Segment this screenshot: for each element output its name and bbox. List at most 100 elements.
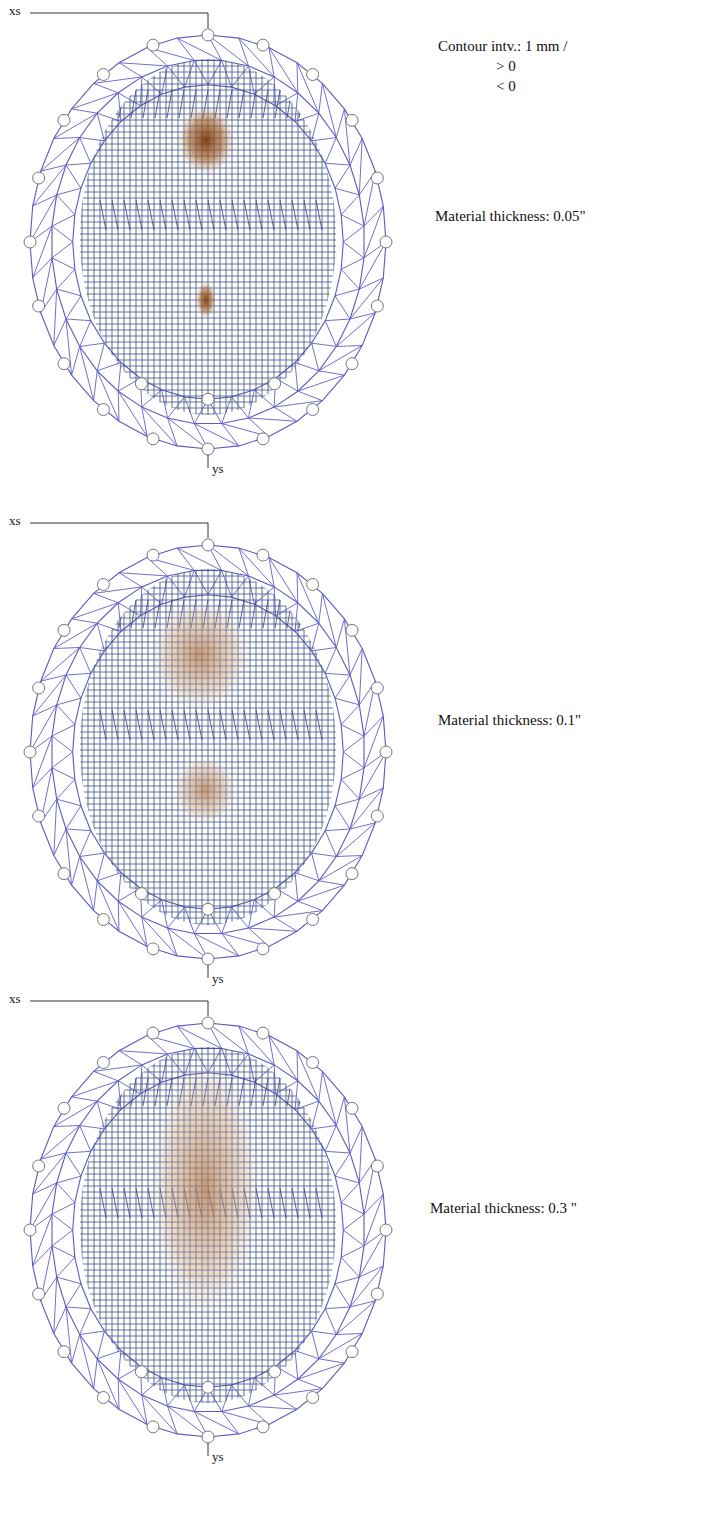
electrode-circle xyxy=(24,236,36,248)
electrode-circle xyxy=(202,1431,214,1443)
electrode-circle xyxy=(257,943,269,955)
axis-label: xs xyxy=(8,992,22,1006)
mesh-element xyxy=(70,30,346,440)
mesh-element xyxy=(150,1058,260,1318)
axis-label: ys xyxy=(211,1450,225,1464)
electrode-circle xyxy=(58,868,70,880)
electrode-circle xyxy=(371,810,383,822)
electrode-circle xyxy=(97,1057,109,1069)
electrode-circle xyxy=(257,433,269,445)
axis-line xyxy=(208,1443,209,1456)
thickness-label: Material thickness: 0.1" xyxy=(438,712,581,729)
electrode-circle xyxy=(147,39,159,51)
electrode-circle xyxy=(371,300,383,312)
electrode-circle xyxy=(346,1102,358,1114)
electrode-circle xyxy=(307,404,319,416)
electrode-circle xyxy=(371,682,383,694)
electrode-circle xyxy=(307,914,319,926)
electrode-circle xyxy=(147,1027,159,1039)
electrode-circle xyxy=(307,69,319,81)
mesh-panel xyxy=(24,523,392,978)
mesh-element xyxy=(70,1018,346,1428)
electrode-circle xyxy=(371,1288,383,1300)
thickness-label: Material thickness: 0.05" xyxy=(435,208,586,225)
axis-line xyxy=(30,523,208,538)
electrode-circle xyxy=(97,914,109,926)
electrode-circle xyxy=(97,404,109,416)
electrode-circle xyxy=(307,1392,319,1404)
electrode-circle xyxy=(346,868,358,880)
electrode-circle xyxy=(202,1381,214,1393)
mesh-element xyxy=(70,1018,346,1426)
electrode-circle xyxy=(257,549,269,561)
electrode-circle xyxy=(33,172,45,184)
mesh-element xyxy=(196,282,216,318)
electrode-circle xyxy=(135,888,147,900)
electrode-circle xyxy=(33,1288,45,1300)
electrode-circle xyxy=(257,39,269,51)
electrode-circle xyxy=(135,1366,147,1378)
electrode-circle xyxy=(33,810,45,822)
mesh-element xyxy=(95,600,322,740)
electrode-circle xyxy=(269,888,281,900)
legend-text: < 0 xyxy=(496,78,516,95)
mesh-element xyxy=(70,540,346,948)
mesh-element xyxy=(70,1018,346,1428)
electrode-circle xyxy=(202,29,214,41)
axis-line xyxy=(30,13,208,28)
electrode-circle xyxy=(202,903,214,915)
electrode-circle xyxy=(33,682,45,694)
electrode-circle xyxy=(346,1346,358,1358)
note-text: Contour intv.: 1 mm / xyxy=(438,38,567,55)
electrode-circle xyxy=(58,1346,70,1358)
electrode-circle xyxy=(58,358,70,370)
mesh-element xyxy=(70,540,346,950)
electrode-circle xyxy=(147,1421,159,1433)
mesh-element xyxy=(70,30,346,440)
axis-label: ys xyxy=(211,972,225,986)
electrode-circle xyxy=(257,1421,269,1433)
mesh-element xyxy=(70,30,346,438)
electrode-circle xyxy=(33,1160,45,1172)
mesh-element xyxy=(95,90,322,230)
electrode-circle xyxy=(24,1224,36,1236)
electrode-circle xyxy=(135,378,147,390)
electrode-circle xyxy=(380,746,392,758)
thickness-label: Material thickness: 0.3 " xyxy=(430,1200,577,1217)
axis-label: xs xyxy=(8,514,22,528)
axis-line xyxy=(30,1001,208,1016)
electrode-circle xyxy=(33,300,45,312)
mesh-element xyxy=(150,600,250,710)
electrode-circle xyxy=(58,1102,70,1114)
electrode-circle xyxy=(147,549,159,561)
axis-label: ys xyxy=(211,462,225,476)
electrode-circle xyxy=(371,172,383,184)
electrode-circle xyxy=(380,236,392,248)
electrode-circle xyxy=(202,1017,214,1029)
electrode-circle xyxy=(257,1027,269,1039)
electrode-circle xyxy=(307,1057,319,1069)
electrode-circle xyxy=(202,443,214,455)
electrode-circle xyxy=(147,433,159,445)
electrode-circle xyxy=(346,624,358,636)
electrode-circle xyxy=(97,69,109,81)
electrode-circle xyxy=(97,579,109,591)
electrode-circle xyxy=(58,114,70,126)
electrode-circle xyxy=(346,114,358,126)
electrode-circle xyxy=(202,393,214,405)
mesh-panel xyxy=(24,1001,392,1456)
axis-line xyxy=(208,455,209,468)
mesh-element xyxy=(173,756,237,824)
axis-line xyxy=(208,965,209,978)
electrode-circle xyxy=(24,746,36,758)
mesh-element xyxy=(178,106,234,174)
electrode-circle xyxy=(269,378,281,390)
mesh-element xyxy=(70,540,346,950)
axis-label: xs xyxy=(8,4,22,18)
electrode-circle xyxy=(380,1224,392,1236)
electrode-circle xyxy=(202,539,214,551)
mesh-panel xyxy=(24,13,392,468)
electrode-circle xyxy=(202,953,214,965)
electrode-circle xyxy=(97,1392,109,1404)
